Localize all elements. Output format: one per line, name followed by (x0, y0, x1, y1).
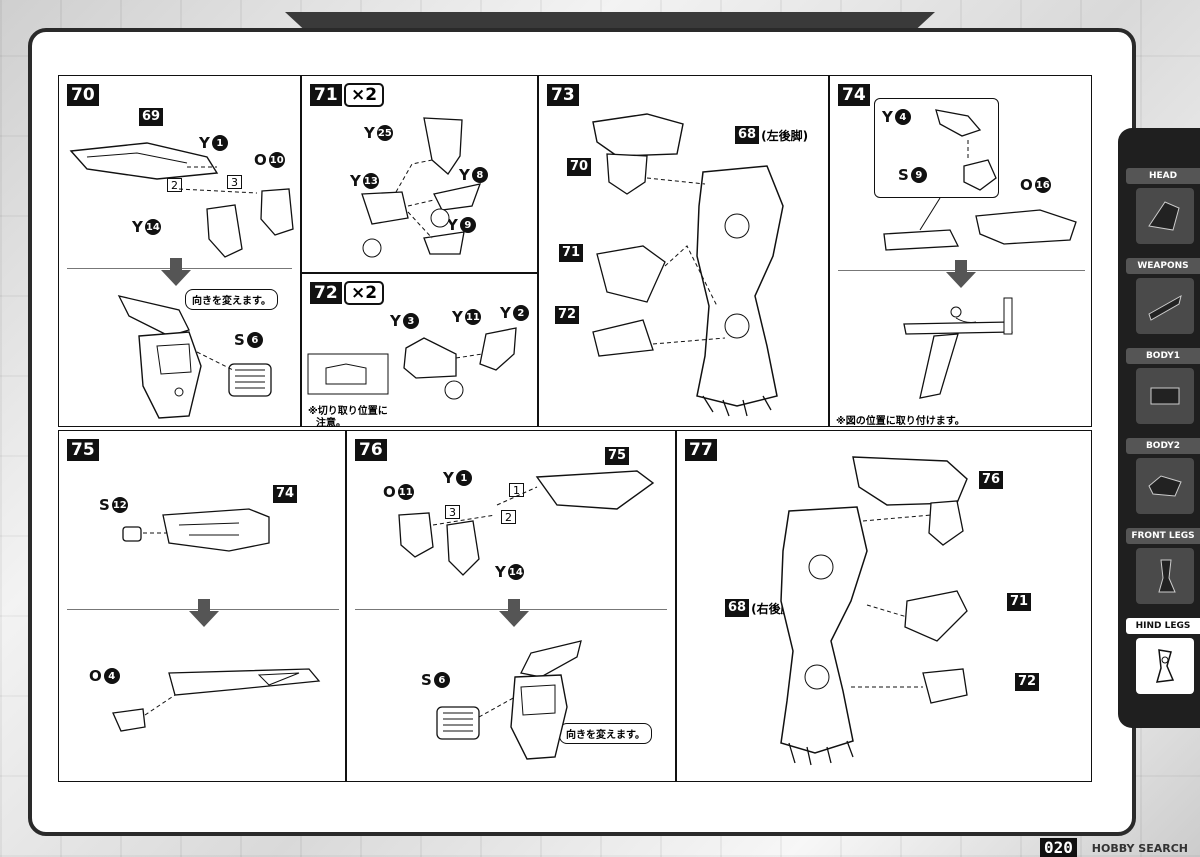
arrow-down-icon (161, 258, 191, 286)
step-number: 75 (67, 439, 99, 461)
part-tag-76: 76 (979, 471, 1004, 489)
wing-part-drawing (69, 142, 294, 258)
tail-assembly-drawing (903, 297, 1013, 399)
head-icon (1136, 188, 1194, 244)
order-3: 3 (227, 175, 242, 189)
hind-legs-icon (1136, 638, 1194, 694)
body1-icon (1136, 368, 1194, 424)
step-number: 77 (685, 439, 717, 461)
part-tag-75: 75 (605, 447, 630, 465)
sidebar-item-body1[interactable]: BODY1 (1126, 348, 1200, 424)
quantity-badge: ×2 (344, 83, 385, 107)
step-73-panel: 73 70 68(左後脚) 71 72 (538, 75, 829, 427)
part-tag-70: 70 (567, 158, 592, 176)
order-3: 3 (445, 505, 460, 519)
head-assembly-mirror-drawing (436, 640, 582, 760)
left-hind-leg-drawing (592, 113, 784, 417)
part-tag-68-left-hind-leg: 68(左後脚) (735, 126, 808, 144)
order-2: 2 (501, 510, 516, 524)
quantity-badge: ×2 (344, 281, 385, 305)
sidebar-item-head[interactable]: HEAD (1126, 168, 1200, 244)
sidebar-item-label: BODY2 (1126, 438, 1200, 454)
right-hind-leg-drawing (780, 456, 968, 766)
step-77-panel: 77 76 68(右後脚) 71 72 (676, 430, 1092, 782)
page-number: 020 (1040, 838, 1077, 857)
sidebar-item-front-legs[interactable]: FRONT LEGS (1126, 528, 1200, 604)
armor-parts-drawing (361, 117, 482, 258)
arrow-down-icon (946, 260, 976, 288)
sidebar-item-label: HIND LEGS (1126, 618, 1200, 634)
sidebar-item-weapons[interactable]: WEAPONS (1126, 258, 1200, 334)
mount-note: ※図の位置に取り付けます。 (836, 416, 965, 427)
step-number: 76 (355, 439, 387, 461)
cut-note-line2: 注意。 (316, 418, 346, 429)
part-tag-71: 71 (1007, 593, 1032, 611)
part-tag-72: 72 (555, 306, 580, 324)
section-sidebar: HEAD WEAPONS BODY1 BODY2 FRONT LEGS HIND… (1118, 128, 1200, 728)
sidebar-item-hind-legs[interactable]: HIND LEGS (1126, 618, 1200, 694)
part-tag-69: 69 (139, 108, 164, 126)
sidebar-item-body2[interactable]: BODY2 (1126, 438, 1200, 514)
body2-icon (1136, 458, 1194, 514)
weapons-icon (1136, 278, 1194, 334)
sidebar-item-label: FRONT LEGS (1126, 528, 1200, 544)
cut-note-line1: ※切り取り位置に (308, 406, 388, 417)
arrow-down-icon (499, 599, 529, 627)
rotate-callout: 向きを変えます。 (185, 289, 278, 310)
part-tag-71: 71 (559, 244, 584, 262)
tail-assembled-drawing (112, 668, 321, 732)
claw-parts-drawing (307, 327, 517, 400)
tail-parts-drawing (883, 109, 1077, 251)
order-2: 2 (167, 178, 182, 192)
part-tag-72: 72 (1015, 673, 1040, 691)
step-number: 74 (838, 84, 870, 106)
step-number: 70 (67, 84, 99, 106)
part-tag-74: 74 (273, 485, 298, 503)
step-number: 71 (310, 84, 342, 106)
step-70-panel: 70 69 Y1 O10 Y14 1 2 3 向きを変えます。 S6 (58, 75, 301, 427)
tail-piece-drawing (122, 508, 270, 552)
step-number: 73 (547, 84, 579, 106)
wing-part-mirror-drawing (398, 470, 655, 576)
sidebar-item-label: BODY1 (1126, 348, 1200, 364)
front-legs-icon (1136, 548, 1194, 604)
top-tab-decoration (285, 12, 935, 30)
head-assembly-drawing (117, 295, 272, 419)
rotate-callout: 向きを変えます。 (559, 723, 652, 744)
sidebar-item-label: HEAD (1126, 168, 1200, 184)
step-number: 72 (310, 282, 342, 304)
sidebar-item-label: WEAPONS (1126, 258, 1200, 274)
arrow-down-icon (189, 599, 219, 627)
watermark: HOBBY SEARCH (1091, 842, 1188, 855)
